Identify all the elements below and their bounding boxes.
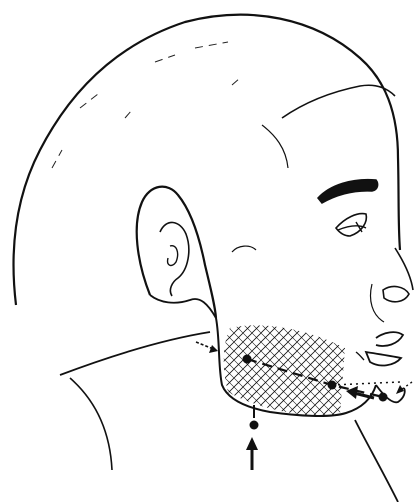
- ear-concha: [168, 246, 178, 266]
- head-outline: [14, 15, 400, 305]
- eye-lid: [338, 222, 366, 232]
- cheek-line: [232, 246, 256, 252]
- marker-dot: [328, 381, 337, 390]
- ear-lobe: [150, 295, 216, 318]
- temple-contour: [262, 125, 288, 168]
- lower-lip: [366, 352, 401, 365]
- marker-dot: [379, 393, 388, 402]
- nose: [395, 248, 413, 290]
- neck-back: [60, 332, 210, 375]
- marker-dot: [243, 355, 252, 364]
- scalp-stroke: [52, 42, 240, 168]
- ear-outer: [137, 187, 216, 318]
- nasolabial-fold: [371, 284, 385, 322]
- throat-line: [355, 420, 398, 502]
- marker-dot: [250, 421, 259, 430]
- eyebrow: [318, 180, 378, 203]
- arrow-left-upper: [196, 342, 218, 353]
- upper-lip: [376, 332, 403, 346]
- mouth-corner: [356, 352, 364, 360]
- neck-line-lower: [70, 378, 112, 470]
- nostril: [383, 287, 409, 302]
- forehead-contour: [282, 85, 395, 118]
- ear-helix: [160, 222, 189, 296]
- eye: [336, 214, 366, 236]
- arrow-up: [246, 437, 258, 470]
